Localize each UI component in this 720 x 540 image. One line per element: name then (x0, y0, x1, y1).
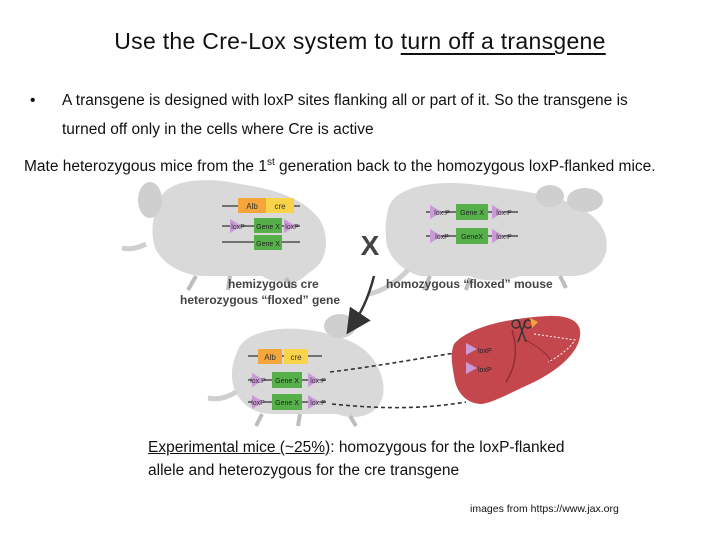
image-credit: images from https://www.jax.org (470, 503, 619, 515)
mouse-tail (367, 268, 410, 297)
cre-box (266, 198, 294, 213)
cre-box (284, 349, 308, 364)
gene-label: Gene X (256, 224, 280, 231)
loxp-triangle (252, 373, 264, 387)
loxp-triangle (430, 229, 442, 243)
gene-label: Gene X (256, 241, 280, 248)
slide-title: Use the Cre-Lox system to turn off a tra… (0, 28, 720, 55)
loxp-label: lox.P (434, 210, 450, 217)
loxp-triangle (492, 205, 504, 219)
experimental-mice-note: Experimental mice (~25%): homozygous for… (148, 436, 628, 482)
exp-underlined: Experimental mice (~25%) (148, 439, 331, 456)
gene-label: GeneX (461, 234, 483, 241)
exp-line-2: allele and heterozygous for the cre tran… (148, 462, 460, 479)
gene-box (456, 204, 488, 220)
loxp-label: lox.P (496, 210, 512, 217)
left-mouse-genotype: Alb cre loxP Gene X loxP Gene X (222, 198, 300, 250)
loxp-label: lox.P (310, 400, 326, 407)
mouse-ear (138, 182, 162, 218)
alb-label: Alb (264, 353, 276, 362)
mouse-ear (324, 314, 356, 338)
mouse-feet (254, 413, 358, 428)
mate-superscript: st (266, 157, 275, 168)
gene-box (456, 228, 488, 244)
gene-box (254, 235, 282, 250)
loxp-label: loxP (478, 348, 492, 355)
mouse-ear-2 (536, 185, 564, 207)
loxp-triangle (284, 219, 296, 233)
loxp-triangle (308, 373, 320, 387)
mouse-tail (121, 241, 148, 252)
gene-box (254, 218, 282, 233)
loxp-label: lox.P (310, 378, 326, 385)
loxp-label: loxP (285, 224, 299, 231)
loxp-triangle (466, 343, 477, 355)
right-caption: homozygous “floxed” mouse (386, 277, 553, 291)
mate-text-b: generation back to the homozygous loxP-f… (274, 158, 656, 176)
alb-box (258, 349, 282, 364)
mate-text-a: Mate heterozygous mice from the 1 (24, 158, 267, 176)
loxp-triangle (252, 395, 264, 409)
exp-line-1: Experimental mice (~25%): homozygous for… (148, 436, 628, 459)
bullet-line-2: turned off only in the cells where Cre i… (62, 121, 374, 138)
gene-label: Gene X (275, 378, 299, 385)
loxp-label: loxP (251, 400, 265, 407)
mouse-body (152, 180, 326, 283)
bullet-symbol: • (30, 92, 36, 109)
offspring-genotype: Alb cre lox.P Gene X lox.P loxP Gene X l… (248, 349, 326, 410)
loxp-label: lox.P (496, 234, 512, 241)
loxp-label: loxP (435, 234, 449, 241)
liver-vein (505, 329, 517, 383)
right-mouse-genotype: lox.P Gene X lox.P loxP GeneX lox.P (426, 204, 518, 244)
scissors-icon (511, 318, 538, 343)
liver-vein-2 (525, 339, 553, 363)
title-underlined: turn off a transgene (400, 28, 606, 54)
mouse-feet (422, 275, 568, 291)
gene-box (272, 372, 302, 388)
liver-organ: loxP loxP (451, 315, 581, 404)
loxp-triangle (466, 362, 477, 374)
loxp-triangle (230, 219, 242, 233)
cre-label: cre (290, 353, 302, 362)
loxp-triangle (308, 395, 320, 409)
title-prefix: Use the Cre-Lox system to (114, 28, 401, 54)
loxp-triangle (430, 205, 442, 219)
mouse-hemizygous-cre (121, 180, 326, 291)
cre-label: cre (274, 202, 286, 211)
dashed-link-lower (331, 401, 467, 409)
loxp-label: loxP (478, 367, 492, 374)
mouse-feet (186, 275, 294, 291)
bullet-line-1: A transgene is designed with loxP sites … (62, 92, 628, 109)
bullet-text: A transgene is designed with loxP sites … (62, 86, 702, 144)
exp-rest: : homozygous for the loxP-flanked (330, 439, 565, 456)
mouse-ear (567, 188, 603, 212)
cross-arrow (346, 275, 376, 335)
liver-shape (451, 315, 581, 404)
left-caption-1: hemizygous cre (228, 277, 319, 291)
loxp-label: loxP (231, 224, 245, 231)
gene-label: Gene X (460, 210, 484, 217)
cross-symbol: X (361, 230, 380, 261)
dashed-link-upper (329, 351, 463, 373)
left-caption-2: heterozygous “floxed” gene (180, 293, 340, 307)
mating-instruction: Mate heterozygous mice from the 1st gene… (24, 152, 696, 178)
gene-label: Gene X (275, 400, 299, 407)
loxp-triangle (492, 229, 504, 243)
loxp-label: lox.P (250, 378, 266, 385)
liver-highlight (533, 333, 576, 363)
mouse-tail (207, 389, 238, 402)
gene-box (272, 394, 302, 410)
alb-label: Alb (246, 202, 258, 211)
alb-box (238, 198, 266, 213)
